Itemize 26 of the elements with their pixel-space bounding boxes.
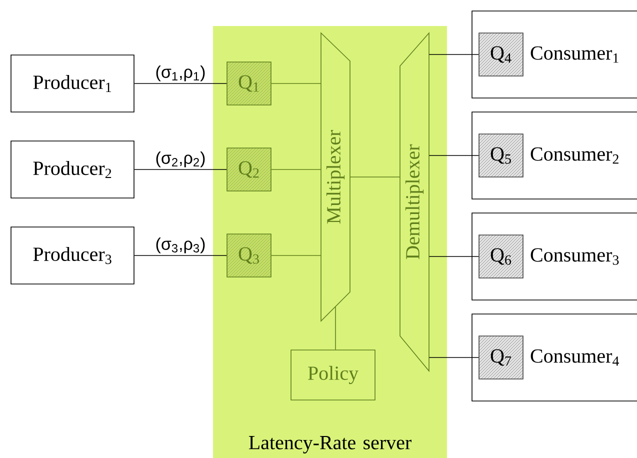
edge-label: (σ$_{2}$,ρ$_{2}$) — [154, 150, 207, 168]
connector-line — [335, 306, 336, 350]
producer-box: Producer$_{1}$ — [10, 54, 134, 112]
policy-box: Policy — [290, 350, 376, 400]
producer-box: Producer$_{2}$ — [10, 140, 134, 198]
producer-box: Producer$_{3}$ — [10, 226, 134, 284]
connector-line — [271, 255, 322, 256]
queue-box: Q$_{4}$ — [478, 32, 524, 76]
connector-line — [134, 169, 227, 170]
connector-line — [271, 83, 322, 84]
connector-line — [350, 176, 400, 178]
queue-box: Q$_{5}$ — [478, 134, 524, 178]
queue-box: Q$_{3}$ — [226, 234, 272, 278]
connector-line — [428, 155, 479, 156]
connector-line — [134, 255, 227, 256]
connector-line — [428, 256, 479, 257]
edge-label: (σ$_{3}$,ρ$_{3}$) — [154, 236, 207, 254]
queue-box: Q$_{7}$ — [478, 336, 524, 380]
connector-line — [134, 83, 227, 84]
queue-box: Q$_{6}$ — [478, 234, 524, 278]
connector-line — [428, 54, 479, 55]
edge-label: (σ$_{1}$,ρ$_{1}$) — [154, 64, 207, 82]
queue-box: Q$_{1}$ — [226, 62, 272, 106]
connector-line — [428, 357, 479, 358]
connector-line — [271, 169, 322, 170]
queue-box: Q$_{2}$ — [226, 148, 272, 192]
